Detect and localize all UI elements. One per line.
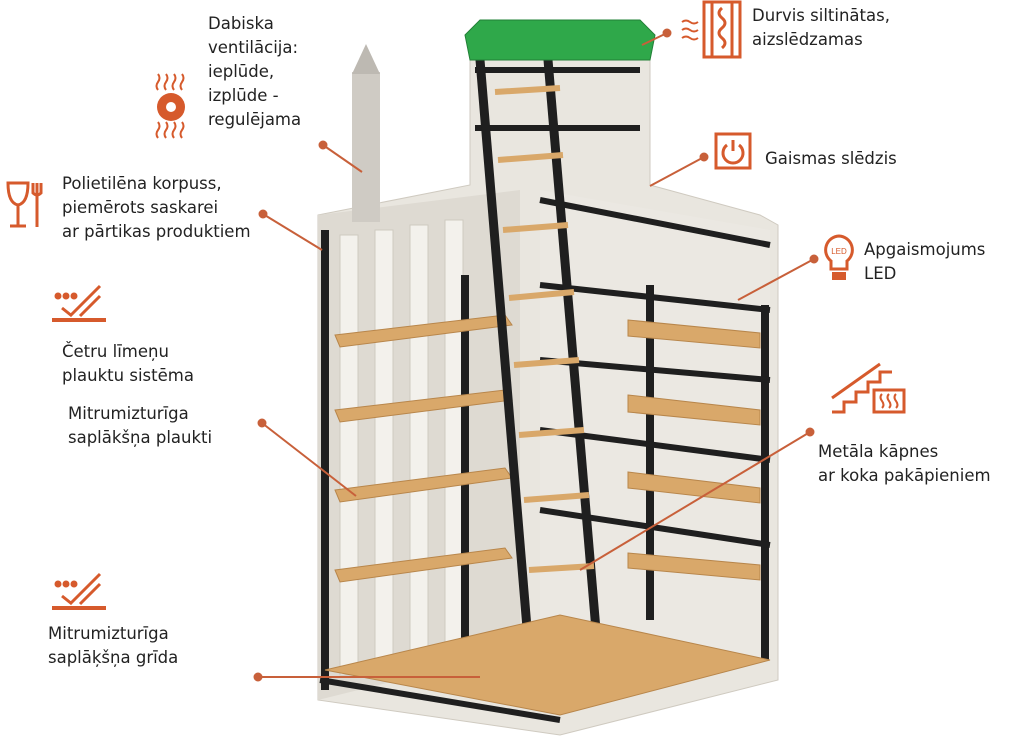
callout-lines bbox=[253, 28, 819, 682]
vent-pipe bbox=[352, 72, 380, 222]
food-safe-icon bbox=[6, 181, 43, 228]
label-shelves: Mitrumizturīga saplākšņa plaukti bbox=[68, 404, 213, 447]
door-insulated-icon bbox=[681, 0, 742, 59]
led-icon-text: LED bbox=[831, 247, 847, 256]
label-body: Polietilēna korpuss, piemērots saskarei … bbox=[62, 174, 251, 241]
label-door: Durvis siltinātas, aizslēdzamas bbox=[752, 6, 890, 49]
power-switch-icon bbox=[714, 132, 752, 170]
label-shelf-system: Četru līmeņu plauktu sistēma bbox=[62, 342, 194, 385]
door-lid bbox=[464, 19, 656, 61]
moisture-plywood-icon bbox=[52, 572, 106, 610]
vent-cap bbox=[352, 44, 380, 74]
label-floor: Mitrumizturīga saplāķšņa grīda bbox=[48, 624, 179, 667]
moisture-plywood-icon bbox=[52, 284, 106, 322]
right-wall bbox=[540, 190, 770, 660]
ladder bbox=[475, 59, 601, 641]
stairs-heating-icon bbox=[831, 362, 906, 414]
led-bulb-icon: LED bbox=[824, 234, 854, 280]
label-lighting: Apgaismojums LED bbox=[864, 240, 986, 283]
shelves-left bbox=[334, 314, 513, 583]
label-ventilation: Dabiska ventilācija: iеplūde, izplūde - … bbox=[208, 14, 302, 129]
label-stairs: Metāla kāpnes ar koka pakāpieniem bbox=[818, 442, 991, 485]
floor bbox=[324, 614, 771, 716]
label-switch: Gaismas slēdzis bbox=[765, 149, 897, 168]
shelves-right bbox=[627, 319, 761, 581]
fan-icon bbox=[155, 73, 185, 139]
